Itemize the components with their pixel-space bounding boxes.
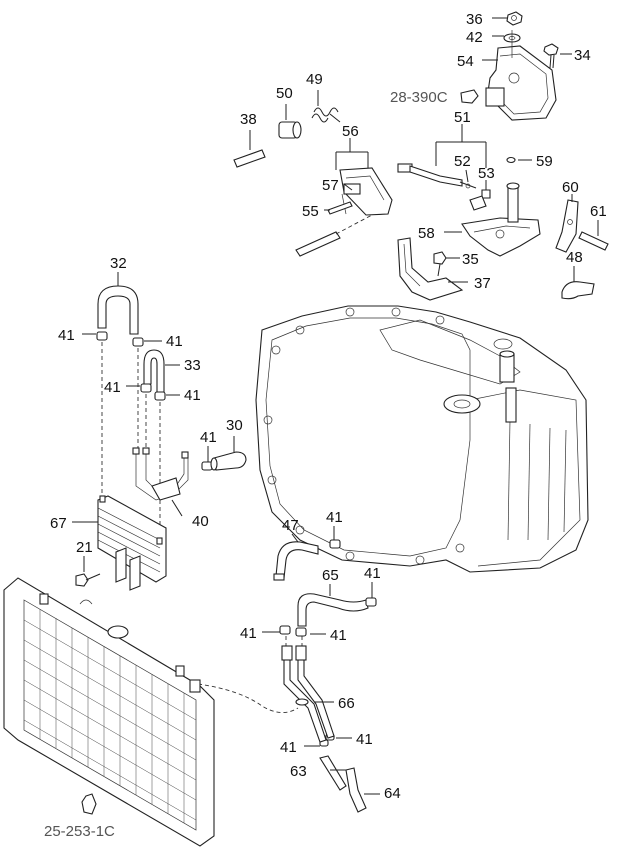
dashed-guide-lines (101, 342, 303, 713)
spring-49-part (311, 107, 341, 123)
label-61: 61 (590, 203, 607, 220)
label-66: 66 (338, 695, 355, 712)
label-41-c: 41 (104, 379, 121, 396)
label-49: 49 (306, 71, 323, 88)
hose-30-part (210, 451, 247, 471)
hose-47-part (273, 541, 319, 581)
hose-65-part (297, 593, 369, 627)
label-37: 37 (474, 275, 491, 292)
label-63: 63 (290, 763, 307, 780)
label-47: 47 (282, 517, 299, 534)
bushing-50-part (278, 121, 302, 139)
label-41-f: 41 (326, 509, 343, 526)
label-67: 67 (50, 515, 67, 532)
label-64: 64 (384, 785, 401, 802)
pin-61-part (578, 231, 609, 251)
label-55: 55 (302, 203, 319, 220)
label-65: 65 (322, 567, 339, 584)
bolt-35-part (433, 251, 447, 277)
bracket-56-part (339, 167, 393, 216)
bolt-34-part (543, 43, 559, 69)
hose-63-part (319, 755, 347, 791)
lever-58-part (461, 182, 541, 257)
label-40: 40 (192, 513, 209, 530)
label-53: 53 (478, 165, 495, 182)
hose-32-part (97, 285, 139, 335)
label-41-g: 41 (364, 565, 381, 582)
label-57: 57 (322, 177, 339, 194)
label-41-j: 41 (280, 739, 297, 756)
cable-51-part (397, 163, 477, 189)
label-50: 50 (276, 85, 293, 102)
label-41-k: 41 (356, 731, 373, 748)
label-41-h: 41 (240, 625, 257, 642)
transmission-housing (255, 305, 589, 573)
pipe-40-part (132, 447, 189, 501)
label-36: 36 (466, 11, 483, 28)
oil-cooler-67-part (97, 495, 167, 591)
reference-label-bottom: 25-253-1C (44, 823, 115, 840)
label-42: 42 (466, 29, 483, 46)
reference-clip-bottom-icon (81, 793, 97, 815)
label-38: 38 (240, 111, 257, 128)
pin-38-part (233, 149, 266, 168)
radiator-part (3, 577, 215, 847)
label-32: 32 (110, 255, 127, 272)
label-60: 60 (562, 179, 579, 196)
label-41-b: 41 (166, 333, 183, 350)
bracket-54-part (485, 30, 557, 121)
hose-64-part (345, 767, 367, 813)
label-48: 48 (566, 249, 583, 266)
label-54: 54 (457, 53, 474, 70)
leader-lines (72, 17, 599, 795)
label-56: 56 (342, 123, 359, 140)
bolt-21-part (75, 573, 101, 587)
reference-label-top: 28-390C (390, 89, 448, 106)
label-34: 34 (574, 47, 591, 64)
label-30: 30 (226, 417, 243, 434)
label-41-e: 41 (200, 429, 217, 446)
part-labels: 36 42 34 54 28-390C 49 50 38 56 51 52 53… (44, 11, 607, 840)
bracket-60-part (555, 199, 579, 253)
hose-48-part (561, 281, 595, 300)
clip-53-part (481, 189, 491, 199)
pipe-66-part (281, 645, 335, 743)
bracket-37-part (397, 237, 464, 301)
label-33: 33 (184, 357, 201, 374)
pin-59-part (506, 156, 516, 164)
label-21: 21 (76, 539, 93, 556)
label-41-a: 41 (58, 327, 75, 344)
rod-55-part (295, 214, 373, 257)
pin-57-part (327, 201, 353, 215)
label-35: 35 (462, 251, 479, 268)
label-59: 59 (536, 153, 553, 170)
arm-52-part (469, 195, 487, 211)
label-41-i: 41 (330, 627, 347, 644)
label-58: 58 (418, 225, 435, 242)
clamp-41-part (96, 331, 213, 471)
label-52: 52 (454, 153, 471, 170)
label-51: 51 (454, 109, 471, 126)
label-41-d: 41 (184, 387, 201, 404)
reference-clip-icon (460, 89, 479, 104)
nut-36-part (506, 11, 523, 26)
